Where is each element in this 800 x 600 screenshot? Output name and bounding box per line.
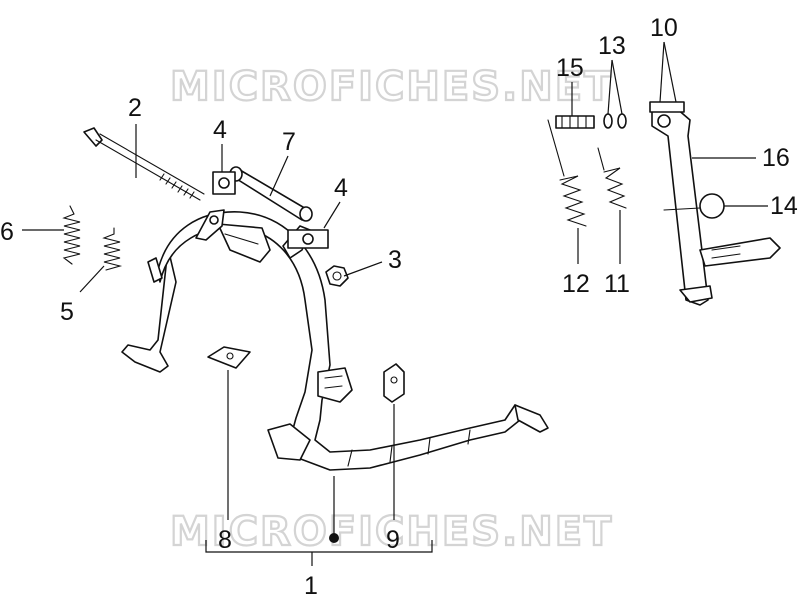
callout-6: 6 [0, 218, 14, 246]
callout-9: 9 [386, 526, 400, 554]
leader-lines [22, 41, 768, 566]
callout-13: 13 [598, 32, 626, 60]
plate-drawing [207, 346, 405, 403]
watermark-top: MICROFICHES.NET [170, 64, 613, 110]
callout-4-right: 4 [334, 174, 348, 202]
callout-14: 14 [770, 192, 798, 220]
callout-5: 5 [60, 298, 74, 326]
callout-7: 7 [282, 128, 296, 156]
spring-drawing [62, 205, 123, 271]
callout-11: 11 [604, 270, 630, 298]
washer-drawing [212, 171, 329, 249]
watermark-bottom: MICROFICHES.NET [170, 509, 613, 555]
callout-3: 3 [388, 246, 402, 274]
callout-15: 15 [556, 54, 584, 82]
callout-8: 8 [218, 526, 232, 554]
nut-drawing [325, 265, 349, 287]
bolt-drawing [83, 127, 205, 201]
callout-2: 2 [128, 94, 142, 122]
callout-12: 12 [562, 270, 590, 298]
callout-16: 16 [762, 144, 790, 172]
side-stand-drawing [547, 101, 781, 306]
center-stand-drawing [121, 209, 549, 471]
callout-4-left: 4 [213, 116, 227, 144]
callout-1: 1 [304, 572, 318, 600]
callout-10: 10 [650, 14, 678, 42]
